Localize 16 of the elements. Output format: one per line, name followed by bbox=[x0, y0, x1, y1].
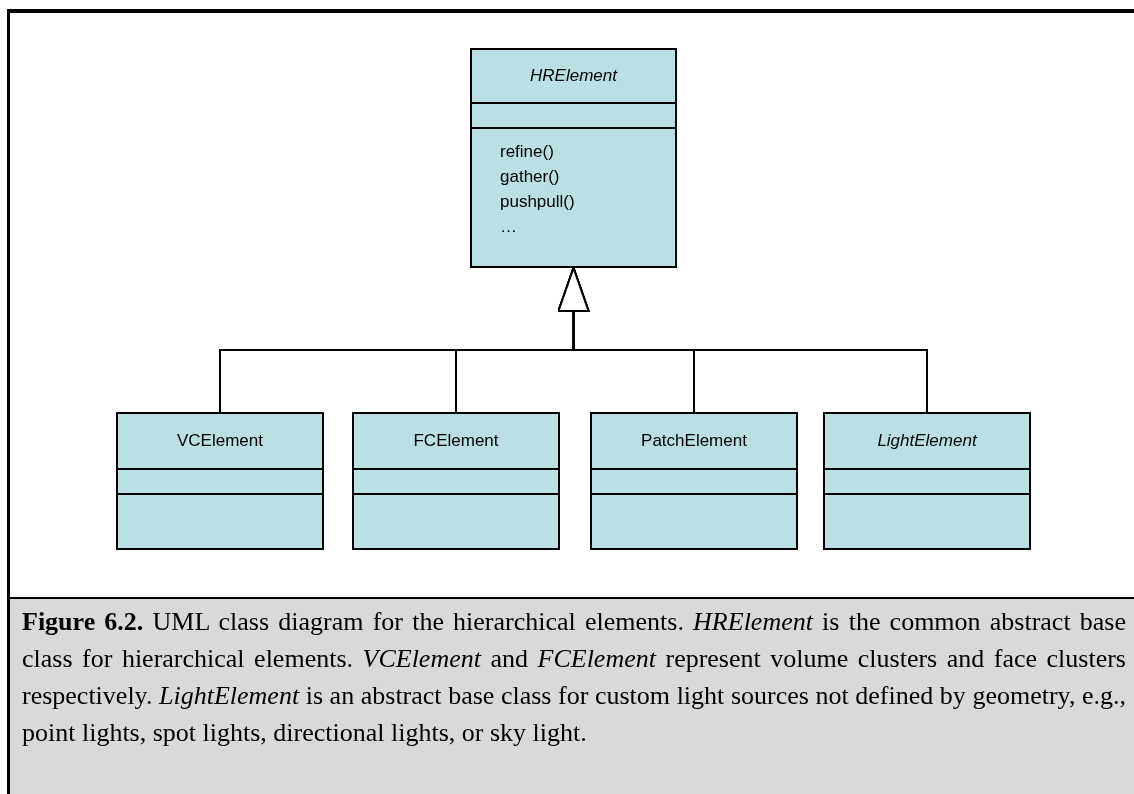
method-name: gather() bbox=[500, 166, 560, 188]
method-name: … bbox=[500, 216, 517, 238]
class-name: FCElement bbox=[413, 431, 499, 451]
class-name: LightElement bbox=[877, 431, 977, 451]
class-box bbox=[116, 412, 324, 550]
class-box bbox=[352, 412, 560, 550]
class-name: HRElement bbox=[530, 66, 617, 86]
class-name: PatchElement bbox=[641, 431, 747, 451]
class-box bbox=[823, 412, 1031, 550]
method-name: pushpull() bbox=[500, 191, 575, 213]
figure-caption: Figure 6.2. UML class diagram for the hierarchical elements. HRElement is the common abstract base class for hierarchical elements. VCElement and FCElement represent volume clusters and face clusters respectively. LightElement is an abstract base class for custom light sources not defined by geometry, e.g., point lights, spot lights, directional lights, or sky light. bbox=[22, 606, 1126, 749]
class-name: VCElement bbox=[177, 431, 263, 451]
class-box bbox=[470, 48, 677, 268]
method-name: refine() bbox=[500, 141, 554, 163]
generalization-arrow bbox=[557, 267, 928, 413]
class-box bbox=[590, 412, 798, 550]
